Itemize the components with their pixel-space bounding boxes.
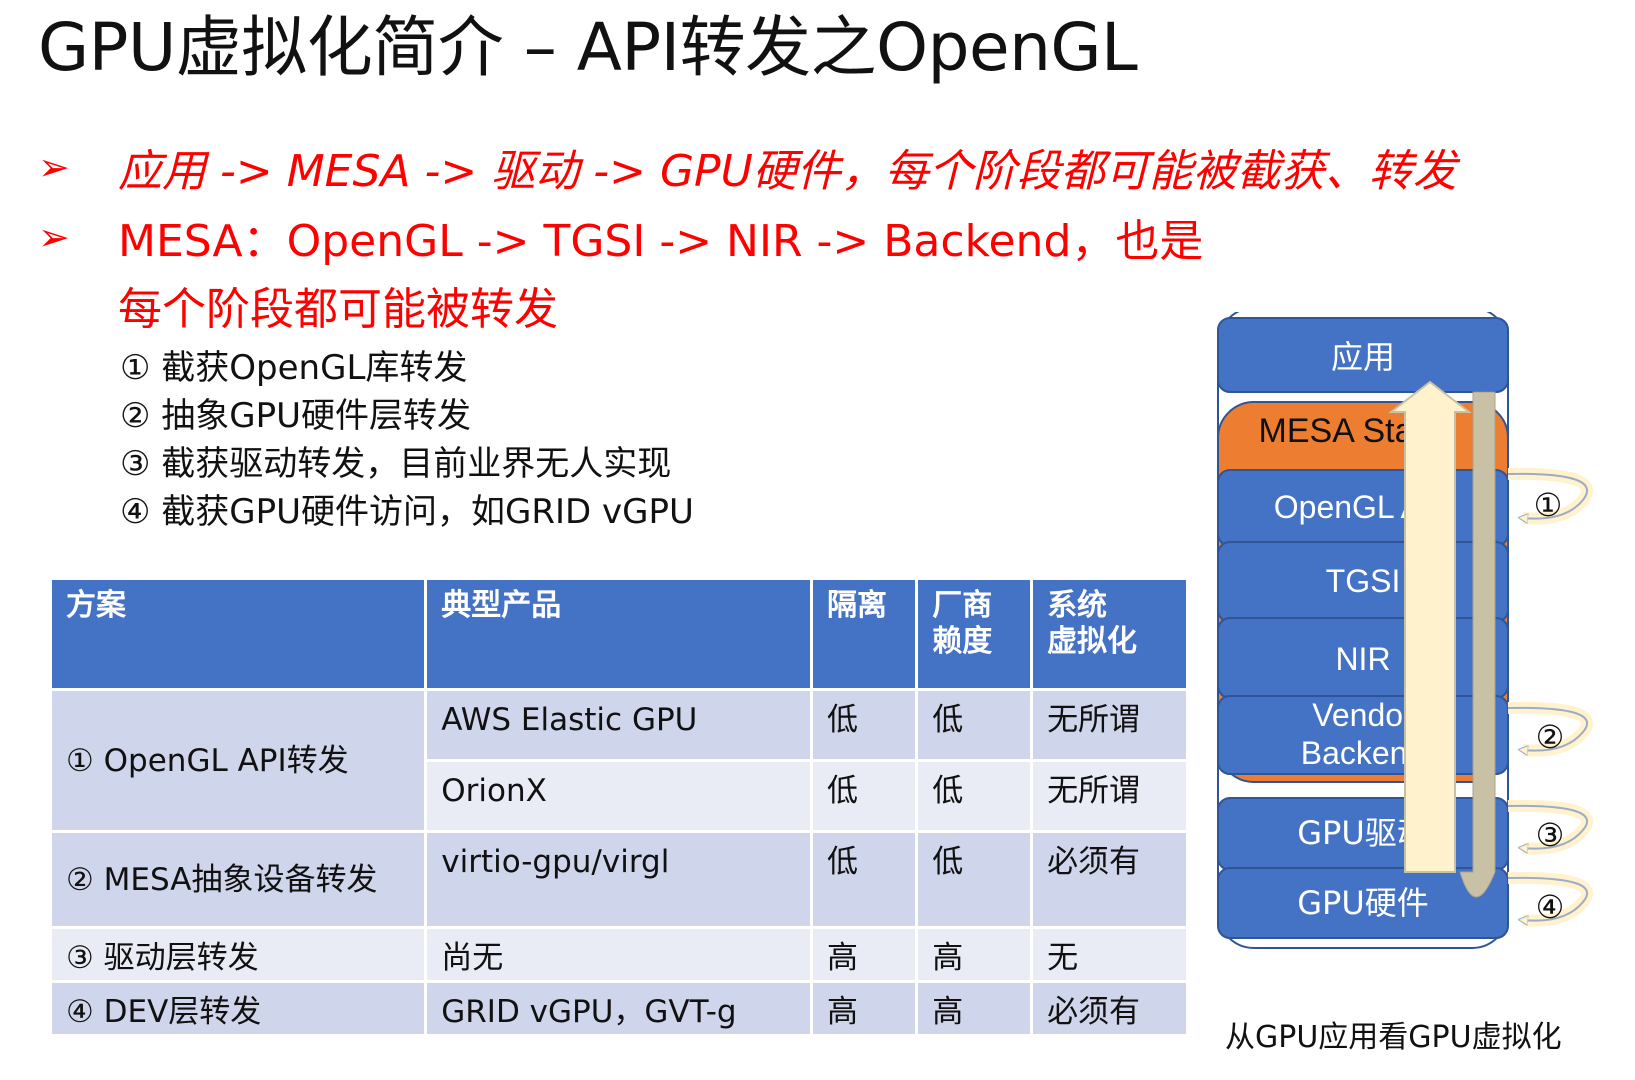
- marker-1-label: ①: [1534, 486, 1563, 524]
- arrow-shade-icon: [1459, 391, 1496, 898]
- cell-vendor: 高: [918, 983, 1031, 1034]
- bullet-arrow-icon: ➢: [38, 215, 70, 259]
- table-row: ① OpenGL API转发 AWS Elastic GPU 低 低 无所谓: [52, 691, 1186, 830]
- header-product: 典型产品: [427, 580, 811, 688]
- bullet-arrow-icon: ➢: [38, 145, 70, 189]
- gpu-stack-diagram: 应用 MESA Stack OpenGL API TGSI NIR Vendor…: [1217, 312, 1593, 949]
- cell-isolation: 低: [813, 833, 916, 926]
- header-sysvirt: 系统 虚拟化: [1033, 580, 1186, 688]
- layer-app: [1217, 317, 1509, 393]
- upward-arrow-icon: [1388, 380, 1472, 873]
- cell-sysvirt: 无: [1033, 929, 1186, 980]
- layer-hardware: [1217, 867, 1509, 939]
- marker-2: ②: [1507, 701, 1593, 757]
- diagram-caption: 从GPU应用看GPU虚拟化: [1225, 1020, 1562, 1055]
- list-item: ① 截获OpenGL库转发: [120, 348, 468, 388]
- forwarding-options-list: ① 截获OpenGL库转发 ② 抽象GPU硬件层转发 ③ 截获驱动转发，目前业界…: [120, 344, 694, 536]
- cell-scheme: ② MESA抽象设备转发: [52, 833, 425, 926]
- bullet-mesa-continuation: 每个阶段都可能被转发: [118, 284, 558, 335]
- cell-vendor: 低: [918, 833, 1031, 926]
- cell-product: OrionX: [427, 762, 811, 830]
- cell-isolation: 低: [813, 691, 916, 759]
- cell-scheme: ④ DEV层转发: [52, 983, 425, 1034]
- layer-app-label: 应用: [1331, 338, 1395, 376]
- bullet-pipeline-text: 应用 -> MESA -> 驱动 -> GPU硬件，每个阶段都可能被截获、转发: [118, 146, 1457, 197]
- cell-scheme: ③ 驱动层转发: [52, 929, 425, 980]
- header-scheme: 方案: [52, 580, 425, 688]
- page-title: GPU虚拟化简介 – API转发之OpenGL: [38, 9, 1138, 86]
- cell-scheme: ① OpenGL API转发: [52, 691, 425, 830]
- cell-sysvirt: 必须有: [1033, 833, 1186, 926]
- cell-isolation: 高: [813, 929, 916, 980]
- bullet-mesa-text: MESA：OpenGL -> TGSI -> NIR -> Backend，也是: [118, 216, 1204, 267]
- marker-2-label: ②: [1536, 718, 1565, 756]
- layer-nir-label: NIR: [1335, 641, 1390, 677]
- cell-isolation: 低: [813, 762, 916, 830]
- cell-sysvirt: 无所谓: [1033, 691, 1186, 759]
- cell-vendor: 低: [918, 762, 1031, 830]
- cell-vendor: 高: [918, 929, 1031, 980]
- marker-3-label: ③: [1536, 816, 1565, 854]
- marker-4: ④: [1507, 871, 1593, 927]
- list-item: ② 抽象GPU硬件层转发: [120, 396, 472, 436]
- cell-sysvirt: 必须有: [1033, 983, 1186, 1034]
- table-row: ③ 驱动层转发 尚无 高 高 无: [52, 929, 1186, 980]
- table-header-row: 方案 典型产品 隔离 厂商 赖度 系统 虚拟化: [52, 580, 1186, 688]
- layer-tgsi-label: TGSI: [1326, 563, 1401, 599]
- layer-hardware-label: GPU硬件: [1297, 884, 1429, 922]
- bullet-pipeline: ➢ 应用 -> MESA -> 驱动 -> GPU硬件，每个阶段都可能被截获、转…: [38, 144, 1457, 200]
- cell-sysvirt: 无所谓: [1033, 762, 1186, 830]
- list-item: ④ 截获GPU硬件访问，如GRID vGPU: [120, 492, 694, 532]
- layer-vendor-label: Vendor: [1312, 697, 1414, 733]
- comparison-table: 方案 典型产品 隔离 厂商 赖度 系统 虚拟化 ① OpenGL API转发 A…: [49, 577, 1189, 1037]
- header-isolation: 隔离: [813, 580, 916, 688]
- cell-isolation: 高: [813, 983, 916, 1034]
- cell-product: AWS Elastic GPU: [427, 691, 811, 759]
- cell-product: GRID vGPU，GVT-g: [427, 983, 811, 1034]
- cell-product: virtio-gpu/virgl: [427, 833, 811, 926]
- marker-1: ①: [1507, 467, 1593, 525]
- cell-product: 尚无: [427, 929, 811, 980]
- cell-vendor: 低: [918, 691, 1031, 759]
- table-row: ④ DEV层转发 GRID vGPU，GVT-g 高 高 必须有: [52, 983, 1186, 1034]
- marker-3: ③: [1507, 799, 1593, 855]
- table-row: ② MESA抽象设备转发 virtio-gpu/virgl 低 低 必须有: [52, 833, 1186, 926]
- bullet-mesa: ➢ MESA：OpenGL -> TGSI -> NIR -> Backend，…: [38, 214, 1203, 270]
- marker-4-label: ④: [1536, 888, 1565, 926]
- list-item: ③ 截获驱动转发，目前业界无人实现: [120, 444, 672, 484]
- header-vendor: 厂商 赖度: [918, 580, 1031, 688]
- table-row: OrionX 低 低 无所谓: [52, 762, 1186, 830]
